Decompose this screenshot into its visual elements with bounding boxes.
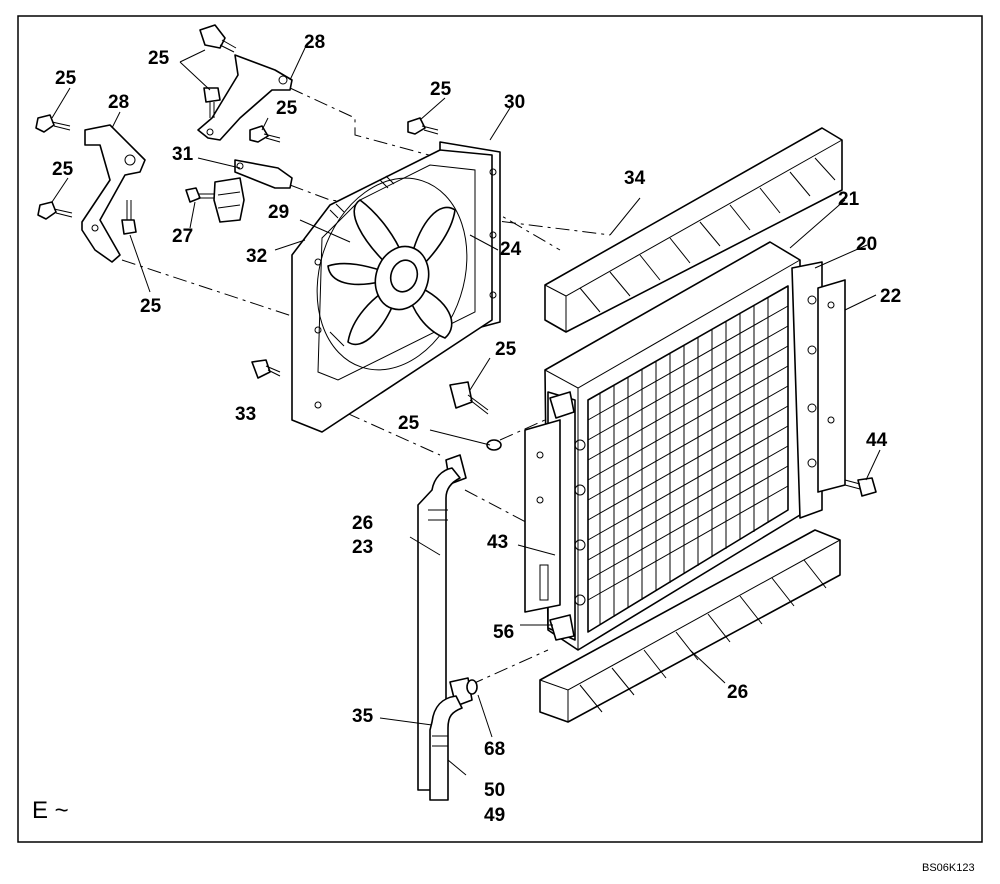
diagram-frame — [17, 15, 983, 843]
callout-31: 31 — [172, 144, 194, 165]
callout-25-left-upper: 25 — [55, 68, 77, 89]
left-bracket — [81, 124, 146, 263]
serial-code: E ~ — [32, 797, 69, 824]
lower-seal — [539, 529, 841, 723]
callout-50: 68 — [484, 739, 505, 760]
callout-68: 35 — [352, 706, 374, 727]
callout-26-right: 44 — [866, 430, 888, 451]
radiator — [544, 241, 801, 651]
fan-guard-mesh — [316, 175, 468, 371]
leader-lines — [51, 47, 881, 776]
callout-26-bottom: 56 — [493, 622, 514, 643]
callout-57: 49 — [484, 805, 505, 826]
callout-25-top-left: 25 — [148, 48, 170, 69]
bolt-radiator-right — [844, 477, 877, 497]
callout-25-left-lower: 25 — [52, 159, 74, 180]
right-side-plate — [817, 279, 846, 493]
callout-24: 24 — [500, 239, 522, 260]
o-ring-44 — [486, 439, 502, 451]
callout-25-fan-top: 25 — [430, 79, 452, 100]
o-ring-50 — [466, 679, 478, 695]
bolt-top — [199, 24, 237, 53]
callout-56: 23 — [352, 537, 373, 558]
upper-bracket — [197, 54, 293, 141]
radiator-right-tank — [791, 261, 823, 519]
callout-21: 21 — [838, 189, 860, 210]
callout-25-bracket: 25 — [276, 98, 298, 119]
upper-seal — [544, 127, 843, 333]
callout-25-left-bottom: 25 — [140, 296, 162, 317]
callout-22: 22 — [880, 286, 901, 307]
left-side-plate — [524, 419, 561, 613]
callout-35: 26 — [727, 682, 748, 703]
callout-33: 25 — [495, 339, 517, 360]
bolt-bracket-right — [249, 125, 281, 143]
callout-25-fan-bottom: 33 — [235, 404, 256, 425]
callout-29: 29 — [268, 202, 289, 223]
figure-code: BS06K123 — [922, 862, 975, 874]
callout-27: 27 — [172, 226, 193, 247]
callout-32: 32 — [246, 246, 267, 267]
bolt-fan-upper — [407, 117, 439, 135]
callout-23: 43 — [487, 532, 508, 553]
bolt-left-center — [121, 200, 137, 235]
callout-28-upper: 28 — [304, 32, 325, 53]
callout-44: 25 — [398, 413, 420, 434]
bolt-left-upper — [35, 114, 71, 133]
bolt-left-lower — [37, 201, 73, 220]
bolt-switch — [185, 187, 214, 203]
callout-30: 30 — [504, 92, 525, 113]
callout-28-left: 28 — [108, 92, 129, 113]
hose-49 — [429, 677, 473, 801]
switch-bracket — [234, 159, 293, 189]
fan-hub — [374, 245, 430, 311]
bolt-33 — [449, 381, 489, 415]
callout-49: 50 — [484, 780, 505, 801]
bolt-fan-lower — [251, 359, 281, 379]
callout-labels: 25 28 25 25 28 25 30 25 31 25 34 21 29 2… — [52, 32, 901, 826]
callout-20: 20 — [856, 234, 877, 255]
callout-34: 34 — [624, 168, 646, 189]
switch-component — [213, 177, 245, 223]
bolt-upper-mid — [203, 87, 221, 118]
callout-43: 26 — [352, 513, 373, 534]
